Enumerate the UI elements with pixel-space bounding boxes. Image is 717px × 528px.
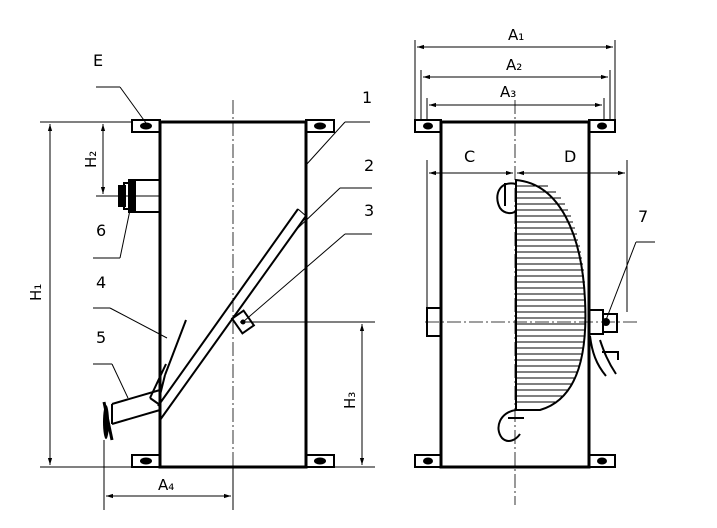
dim-label-A4: A₄ xyxy=(158,476,174,494)
dim-label-H3: H₃ xyxy=(341,392,359,409)
drain-funnel xyxy=(102,319,187,441)
dim-A2: A₂ xyxy=(420,56,611,120)
dim-label-A2: A₂ xyxy=(506,56,522,74)
dim-label-H2: H₂ xyxy=(82,151,100,168)
dim-H2: H₂ xyxy=(82,121,132,197)
callout-E: E xyxy=(93,51,103,70)
left-bottom-flange xyxy=(131,454,335,468)
screen-basket xyxy=(496,178,587,442)
dim-A1: A₁ xyxy=(414,26,616,120)
callout-3: 3 xyxy=(364,201,374,220)
dim-label-A3: A₃ xyxy=(500,83,516,101)
callout-4: 4 xyxy=(96,273,106,292)
dim-label-A1: A₁ xyxy=(508,26,524,44)
left-view: H₁ H₂ H₃ A₄ xyxy=(27,51,375,510)
dim-A4: A₄ xyxy=(103,440,234,510)
right-side-stub xyxy=(426,307,442,337)
callout-2: 2 xyxy=(364,156,374,175)
dim-label-H1: H₁ xyxy=(27,284,45,301)
dim-A3: A₃ xyxy=(426,83,605,120)
side-port xyxy=(118,179,161,213)
dim-label-C: C xyxy=(464,147,475,166)
dim-D: D xyxy=(517,147,628,312)
part-7-fitting xyxy=(588,309,619,377)
callout-1: 1 xyxy=(362,88,372,107)
callout-5: 5 xyxy=(96,328,106,347)
right-view: A₁ A₂ A₃ C D 7 xyxy=(414,26,655,505)
dim-C: C xyxy=(426,147,513,308)
left-top-flange xyxy=(131,119,335,133)
callout-7-leader xyxy=(605,241,655,321)
dim-label-D: D xyxy=(564,147,576,166)
dim-H3: H₃ xyxy=(334,324,375,468)
callout-6: 6 xyxy=(96,221,106,240)
dim-H1: H₁ xyxy=(27,121,132,468)
right-bottom-flange xyxy=(414,454,616,468)
inclined-screen xyxy=(157,208,307,421)
right-top-flange xyxy=(414,119,616,133)
left-leaders xyxy=(93,86,372,399)
callout-7: 7 xyxy=(638,207,648,226)
